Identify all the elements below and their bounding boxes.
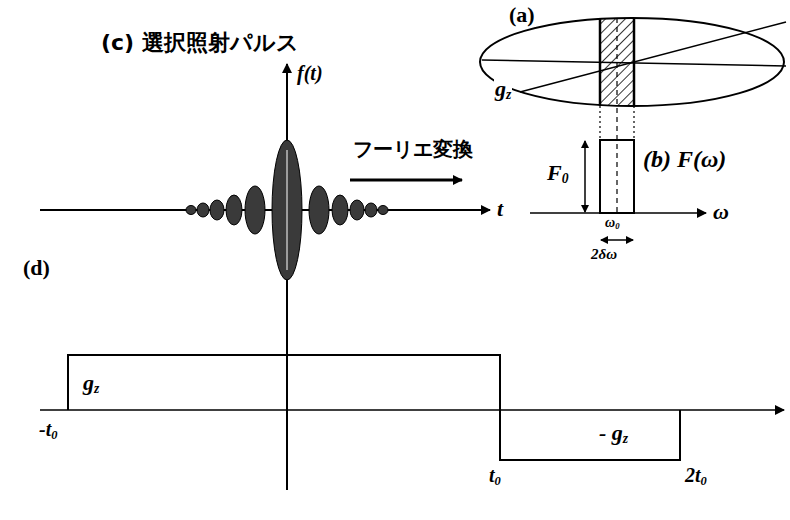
gradient-waveform xyxy=(68,355,680,460)
gradient-label: gz xyxy=(494,76,512,103)
time-label: 2t0 xyxy=(684,464,708,488)
projection-line xyxy=(599,106,600,140)
transform-label: フーリエ変換 xyxy=(352,138,474,161)
center-frequency-line xyxy=(616,18,617,213)
gradient-label: - gz xyxy=(598,420,629,447)
center-frequency-label: ω0 xyxy=(604,215,620,231)
axis-label: ω xyxy=(712,199,730,224)
axis-label: t xyxy=(496,196,504,221)
panel-label: (a) xyxy=(508,2,536,27)
time-label: t0 xyxy=(488,464,502,488)
pulse-highlight xyxy=(287,150,288,270)
axis-label: f(t) xyxy=(296,62,324,85)
amplitude-label: F0 xyxy=(546,160,570,187)
fourier-arrow xyxy=(350,179,462,182)
panel-label: (d) xyxy=(22,255,51,280)
panel-label: (b) F(ω) xyxy=(642,146,727,174)
sinc-pulse xyxy=(186,140,388,280)
projection-line xyxy=(633,106,634,140)
panel-title: (c) 選択照射パルス xyxy=(100,30,300,55)
bandwidth-label: 2δω xyxy=(590,246,618,263)
gradient-time-axis xyxy=(40,409,784,411)
amplitude-arrow xyxy=(584,141,586,212)
time-label: -t0 xyxy=(38,418,58,442)
spectrum-rect xyxy=(600,140,634,213)
gradient-label: gz xyxy=(82,370,100,397)
bandwidth-arrow xyxy=(601,239,633,241)
